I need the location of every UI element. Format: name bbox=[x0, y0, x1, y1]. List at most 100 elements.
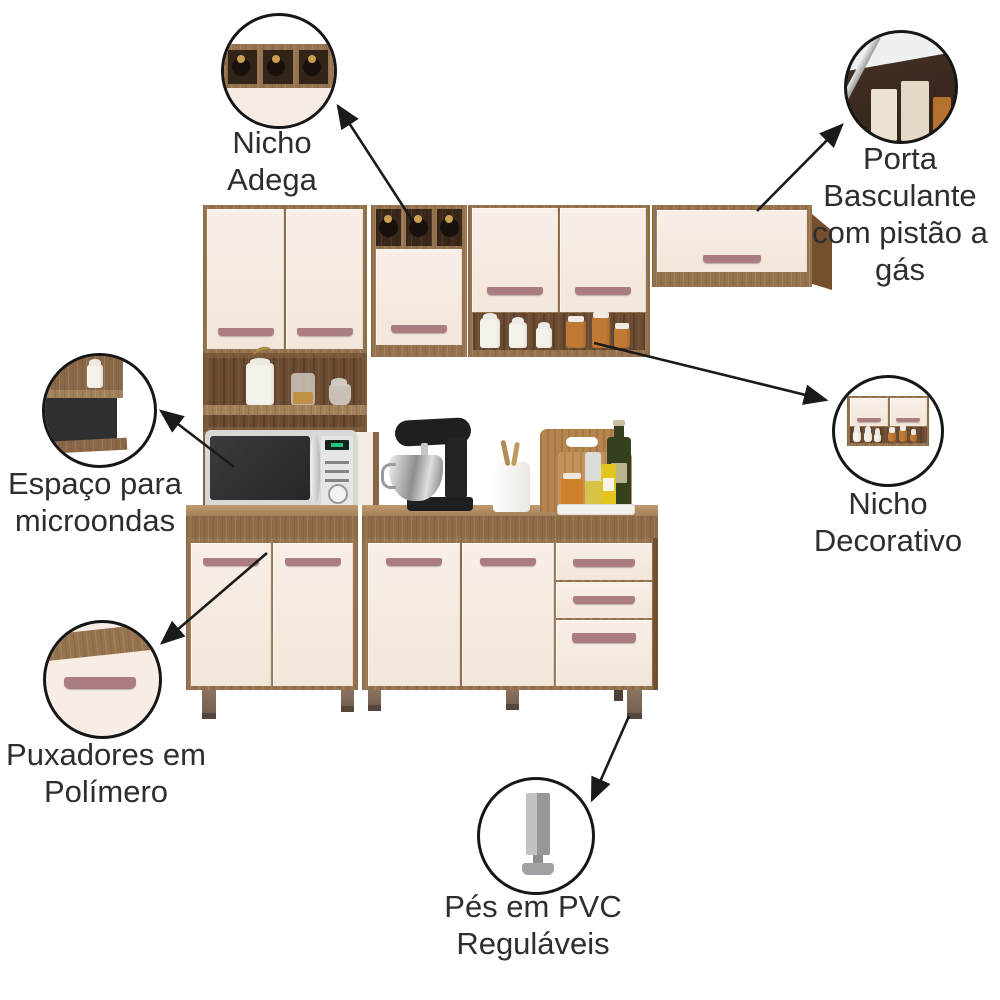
spice-jar bbox=[614, 323, 630, 348]
mini-canister bbox=[874, 428, 881, 442]
label-wine-nook: Nicho Adega bbox=[172, 124, 372, 198]
label-pvc-feet: Pés em PVC Reguláveis bbox=[433, 888, 633, 962]
mixer-bowl bbox=[389, 455, 443, 501]
label-line: Puxadores em bbox=[6, 737, 206, 772]
wooden-spoon bbox=[510, 441, 521, 467]
mini-microwave-space bbox=[45, 398, 117, 442]
mini-rack-slots bbox=[228, 50, 328, 84]
flip-up-door bbox=[657, 210, 807, 272]
mini-rack-frame bbox=[224, 44, 334, 88]
cabinet-leg bbox=[627, 690, 642, 719]
rack-slot bbox=[376, 209, 402, 246]
jar-content bbox=[293, 392, 313, 404]
wine-rack bbox=[376, 209, 462, 246]
mini-canister bbox=[853, 425, 861, 442]
cabinet-door bbox=[207, 209, 284, 349]
right-base-cabinet bbox=[362, 505, 658, 690]
label-line: Reguláveis bbox=[456, 926, 610, 961]
cabinet-door bbox=[286, 209, 363, 349]
cabinet-door bbox=[368, 543, 460, 686]
drawer-handle bbox=[572, 633, 636, 643]
yellow-oil-bottle bbox=[601, 464, 616, 507]
mini-slot bbox=[298, 50, 328, 84]
label-line: com pistão a bbox=[812, 215, 988, 250]
jar-lid bbox=[563, 473, 581, 479]
mini-spice-jar bbox=[910, 429, 917, 442]
label-line: Nicho bbox=[848, 486, 928, 521]
mini-door-below bbox=[224, 88, 334, 126]
label-line: Decorativo bbox=[813, 523, 963, 558]
microwave-buttons bbox=[325, 456, 349, 482]
canister bbox=[536, 322, 552, 348]
callout-pvc-foot bbox=[477, 777, 595, 895]
label-line: Espaço para bbox=[7, 466, 183, 501]
cabinet-leg-rear bbox=[614, 690, 623, 701]
mini-polymer-handle bbox=[64, 677, 136, 689]
honey-jar bbox=[561, 473, 583, 507]
arrow-pvc-feet bbox=[590, 715, 631, 803]
mini-bottle bbox=[302, 58, 321, 76]
pantry-box bbox=[871, 89, 897, 141]
mini-door bbox=[889, 398, 927, 426]
spice-jar bbox=[566, 316, 586, 348]
cabinet-leg bbox=[202, 690, 216, 719]
callout-gas-piston bbox=[844, 30, 958, 144]
base-body bbox=[362, 538, 658, 690]
flip-up-cabinet-side bbox=[812, 214, 832, 290]
bottle-neck bbox=[614, 425, 624, 439]
canister bbox=[480, 313, 500, 348]
label-line: gás bbox=[875, 252, 925, 287]
microwave-display bbox=[325, 440, 349, 450]
door-handle bbox=[203, 558, 259, 566]
bottle-cap bbox=[613, 420, 625, 426]
glass-cruet bbox=[585, 452, 601, 505]
decor-jar bbox=[246, 358, 274, 405]
mini-canister bbox=[864, 426, 872, 442]
cabinet-leg bbox=[506, 690, 519, 710]
drawer bbox=[556, 582, 652, 618]
decor-glass-bowl bbox=[329, 378, 351, 406]
bowl-handle bbox=[381, 463, 396, 489]
display-digits bbox=[331, 443, 343, 447]
mini-handle bbox=[896, 418, 921, 422]
label-line: Polímero bbox=[43, 774, 169, 809]
cabinet-door bbox=[462, 543, 554, 686]
drawer bbox=[556, 543, 652, 580]
microwave-dial bbox=[328, 484, 348, 504]
base-side-edge bbox=[653, 538, 658, 690]
drawer bbox=[556, 620, 652, 686]
mixer-base bbox=[407, 497, 473, 511]
door-handle bbox=[386, 558, 442, 566]
pvc-leg-body bbox=[526, 793, 550, 855]
mini-shelf bbox=[850, 425, 927, 443]
pantry-box bbox=[901, 81, 929, 141]
wine-rack-cabinet bbox=[371, 205, 467, 357]
label-line: Basculante bbox=[823, 178, 977, 213]
left-base-cabinet bbox=[186, 505, 358, 690]
cabinet-door bbox=[376, 249, 462, 345]
callout-polymer-handle bbox=[43, 620, 162, 739]
spice-jar bbox=[592, 312, 610, 348]
label-line: microondas bbox=[14, 503, 176, 538]
microwave bbox=[205, 430, 357, 512]
callout-decorative-niche bbox=[832, 375, 944, 487]
cabinet-door bbox=[191, 543, 271, 686]
label-polymer-handles: Puxadores em Polímero bbox=[0, 736, 212, 810]
spice-shelf bbox=[473, 312, 645, 350]
base-body bbox=[186, 538, 358, 690]
mini-handle bbox=[856, 418, 881, 422]
microwave-door bbox=[210, 436, 310, 500]
mixer-pillar bbox=[445, 437, 467, 499]
door-handle bbox=[480, 558, 536, 566]
mini-spice-jar bbox=[899, 425, 907, 442]
pvc-leg-stem bbox=[533, 855, 543, 863]
mini-bottle bbox=[267, 58, 286, 76]
bottle-cap bbox=[414, 215, 423, 223]
mini-slot bbox=[228, 50, 258, 84]
stand-mixer bbox=[381, 417, 479, 513]
mini-bottle bbox=[232, 58, 250, 76]
mini-cap bbox=[307, 55, 316, 63]
decor-glass-jar bbox=[291, 373, 315, 406]
bottle-cap bbox=[384, 215, 392, 223]
